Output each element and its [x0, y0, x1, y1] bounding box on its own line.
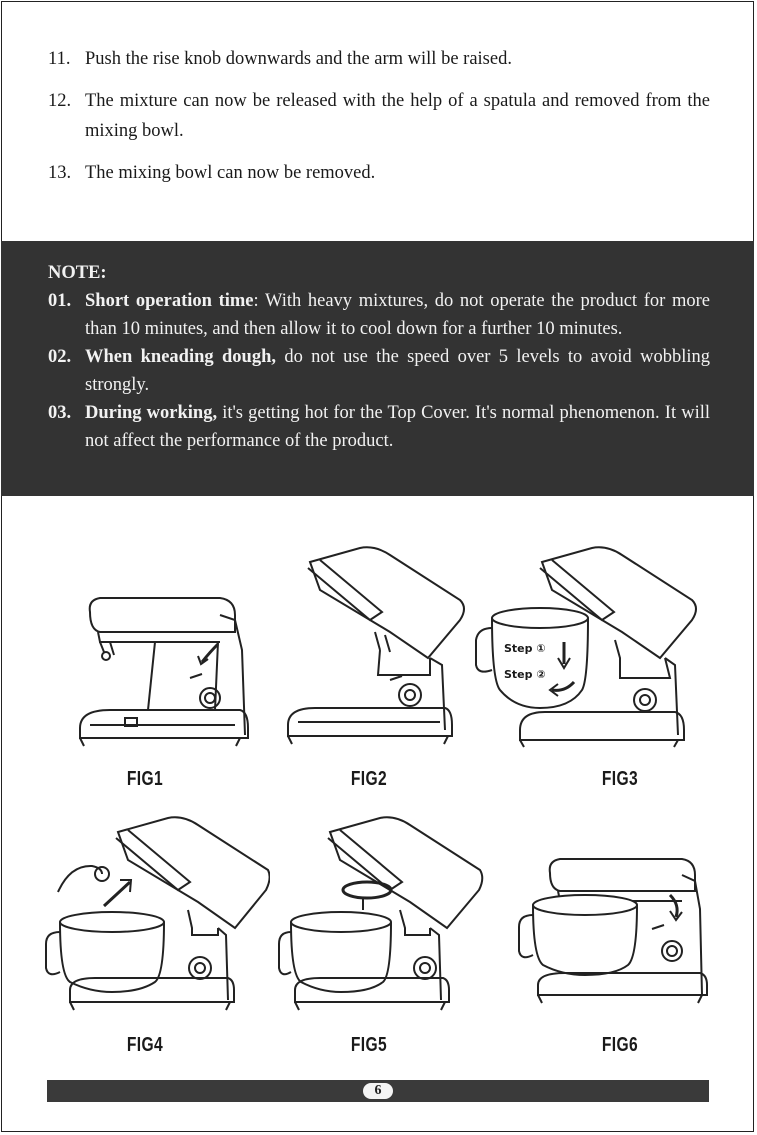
- step2-label: Step ②: [504, 668, 546, 681]
- note-lead: Short operation time: [85, 291, 254, 311]
- note-title: NOTE:: [48, 263, 107, 283]
- fig5-label: FIG5: [350, 1034, 388, 1056]
- fig2-illustration: [280, 540, 480, 750]
- note-item-03: 03. During working, it's getting hot for…: [48, 399, 710, 455]
- fig2-label: FIG2: [350, 768, 388, 790]
- fig4-label: FIG4: [126, 1034, 164, 1056]
- note-number: 03.: [48, 403, 72, 423]
- fig6-illustration: [510, 835, 710, 1045]
- note-text: : With heavy mixtures, do not operate th…: [85, 291, 710, 339]
- note-lead: When kneading dough,: [85, 347, 276, 367]
- page-number: 6: [363, 1083, 393, 1099]
- note-box: NOTE: 01. Short operation time: With hea…: [1, 241, 754, 496]
- note-text: do not use the speed over 5 levels to av…: [85, 347, 710, 395]
- step-11: 11. Push the rise knob downwards and the…: [48, 44, 710, 74]
- note-item-01: 01. Short operation time: With heavy mix…: [48, 287, 710, 343]
- fig1-illustration: [70, 560, 270, 770]
- step-text: The mixing bowl can now be removed.: [85, 163, 376, 183]
- fig6-label: FIG6: [601, 1034, 639, 1056]
- note-number: 01.: [48, 291, 72, 311]
- fig3-label: FIG3: [601, 768, 639, 790]
- fig4-illustration: [40, 810, 271, 1020]
- step-12: 12. The mixture can now be released with…: [48, 86, 710, 146]
- step1-label: Step ①: [504, 642, 546, 655]
- step-13: 13. The mixing bowl can now be removed.: [48, 158, 710, 188]
- note-text: it's getting hot for the Top Cover. It's…: [85, 403, 711, 451]
- fig3-illustration: Step ① Step ②: [470, 540, 710, 750]
- fig5-illustration: [275, 810, 495, 1020]
- fig1-label: FIG1: [126, 768, 164, 790]
- note-number: 02.: [48, 347, 72, 367]
- step-text: Push the rise knob downwards and the arm…: [85, 49, 512, 69]
- note-item-02: 02. When kneading dough, do not use the …: [48, 343, 710, 399]
- step-text: The mixture can now be released with the…: [85, 91, 710, 141]
- instruction-steps: 11. Push the rise knob downwards and the…: [48, 44, 710, 200]
- step-number: 13.: [48, 163, 72, 183]
- step-number: 11.: [48, 49, 71, 69]
- step-number: 12.: [48, 91, 72, 111]
- note-lead: During working,: [85, 403, 218, 423]
